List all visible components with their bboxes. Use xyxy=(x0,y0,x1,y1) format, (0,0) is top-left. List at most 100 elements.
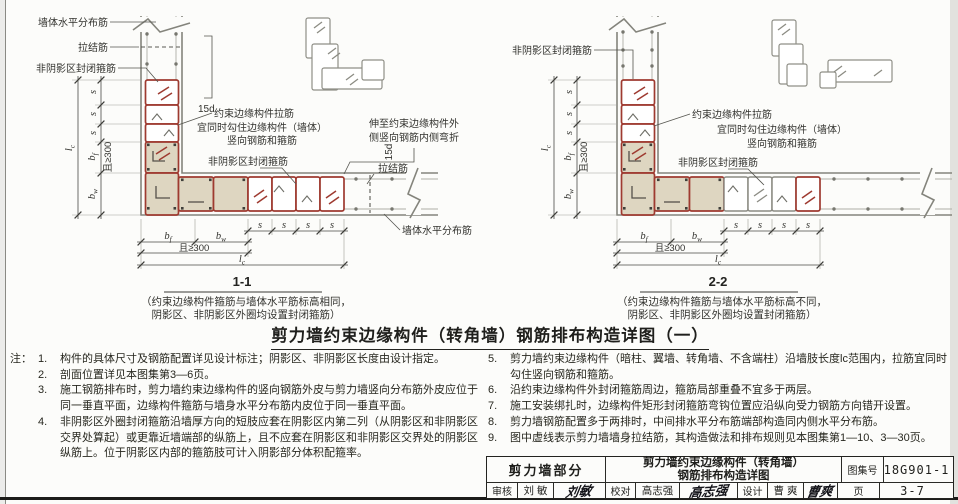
dim-bw-vertical: bw xyxy=(87,189,100,199)
checker-signature: 高志强 xyxy=(679,483,737,502)
dim-ge300-vertical: 且≥300 xyxy=(103,142,114,173)
distribution-bars xyxy=(145,32,394,211)
label-tie-bar: 拉结筋 xyxy=(78,41,108,54)
label-confined-tie-note1: 宜同时勾住边缘构件（墙体） xyxy=(717,123,847,136)
sheet-border-bottom xyxy=(0,497,958,500)
dim-lc-bottom: lc xyxy=(715,254,722,267)
dimension-labels: lc s s s bf 且≥300 bw s s s s bf bw 且≥300… xyxy=(64,90,334,267)
scan-edge-right xyxy=(950,0,958,504)
atlas-number-label: 图集号 xyxy=(841,457,883,482)
reviewer-label: 审核 xyxy=(492,487,512,498)
title-block-sheet-title: 剪力墙约束边缘构件（转角墙） 钢筋排布构造详图 xyxy=(605,457,841,482)
dim-bw-vertical: bw xyxy=(563,189,576,199)
label-confined-tie: 约束边缘构件拉筋 xyxy=(214,107,294,120)
dim-s: s xyxy=(306,220,310,231)
designer-name: 曹 爽 xyxy=(767,483,803,498)
note-text: 剪力墙约束边缘构件（暗柱、翼墙、转角墙、不含端柱）沿墙肢长度lc范围内，拉筋宜同… xyxy=(510,353,947,381)
reviewer-signature: 刘敏 xyxy=(553,483,605,502)
label-15d: 15d xyxy=(198,104,215,115)
section-label-1-1: 1-1 xyxy=(233,274,252,289)
note-item: 3. 施工钢筋排布时，剪力墙约束边缘构件的竖向钢筋外皮与剪力墙竖向分布筋外皮应位… xyxy=(10,383,484,414)
hoop-overlap-detail xyxy=(771,19,893,89)
caption-line2: 阴影区、非阴影区外圈均设置封闭箍筋） xyxy=(152,308,341,321)
dim-s: s xyxy=(758,220,762,231)
break-symbol-top xyxy=(608,17,667,33)
label-non-shadow-hoop2: 非阴影区封闭箍筋 xyxy=(208,155,288,168)
break-symbol-top xyxy=(132,17,191,33)
annotation-labels: 非阴影区封闭箍筋 约束边缘构件拉筋 宜同时勾住边缘构件（墙体） 竖向钢筋和箍筋 … xyxy=(512,44,847,186)
dim-s: s xyxy=(88,90,99,94)
dim-bf-vertical: bf xyxy=(563,152,576,160)
tie-hooks xyxy=(151,113,313,203)
rebar-slash-marks xyxy=(631,86,816,205)
section-caption: 2-2 （约束边缘构件箍筋与墙体水平筋标高不同， 阴影区、非阴影区外圈均设置封闭… xyxy=(617,274,827,321)
label-non-shadow-hoop2: 非阴影区封闭箍筋 xyxy=(678,156,758,169)
note-number: 9. xyxy=(488,431,498,444)
checker-name: 高志强 xyxy=(635,483,679,498)
dim-s: s xyxy=(88,112,99,116)
dim-s: s xyxy=(564,90,575,94)
note-item: 4. 非阴影区外圈封闭箍筋沿墙厚方向的短肢应套在阴影区内第二列（从阴影区和非阴影… xyxy=(10,415,484,462)
note-item: 6. 沿约束边缘构件外封闭箍筋周边，箍筋局部重叠不宜多于两层。 xyxy=(488,383,950,399)
reviewer-signature-text: 刘敏 xyxy=(564,484,594,502)
annotation-labels: 墙体水平分布筋 拉结筋 非阴影区封闭箍筋 15d 约束边缘构件拉筋 宜同时勾住边… xyxy=(36,16,472,237)
title-block-part: 剪力墙部分 xyxy=(508,463,584,478)
dim-bf-bottom: bf xyxy=(164,231,172,244)
drawing-title-text: 剪力墙约束边缘构件（转角墙）钢筋排布构造详图（一） xyxy=(271,322,709,350)
note-number: 3. xyxy=(38,384,48,397)
note-item: 7. 施工安装绑扎时，边缘构件矩形封闭箍筋弯钩位置应沿纵向受力钢筋方向错开设置。 xyxy=(488,399,950,415)
designer-signature: 曹爽 xyxy=(803,483,837,502)
vertical-bar-sections xyxy=(623,143,722,210)
dim-s: s xyxy=(88,131,99,135)
designer-signature-text: 曹爽 xyxy=(805,484,835,502)
sheet-title-line2: 钢筋排布构造详图 xyxy=(677,469,770,482)
note-item: 8. 剪力墙钢筋配置多于两排时，中间排水平分布筋端部构造同内侧水平分布筋。 xyxy=(488,415,950,431)
note-item: 9. 图中虚线表示剪力墙墙身拉结筋，其构造做法和排布规则见本图集第1—10、3—… xyxy=(488,431,950,447)
dim-ge300-bottom: 且≥300 xyxy=(655,243,686,254)
label-tie-bar2: 拉结筋 xyxy=(378,162,408,175)
title-block: 剪力墙部分 剪力墙约束边缘构件（转角墙） 钢筋排布构造详图 图集号 18G901… xyxy=(486,456,954,502)
drawing-title: 剪力墙约束边缘构件（转角墙）钢筋排布构造详图（一） xyxy=(240,322,740,350)
note-number: 2. xyxy=(38,368,48,381)
section-2-2-diagram: lc s s s bf 且≥300 bw s s s s bf bw 且≥300… xyxy=(512,16,952,321)
caption-line1: （约束边缘构件箍筋与墙体水平筋标高不同， xyxy=(617,295,827,308)
note-number: 5. xyxy=(488,353,498,365)
notes-right-column: 5. 剪力墙约束边缘构件（暗柱、翼墙、转角墙、不含端柱）沿墙肢长度lc范围内，拉… xyxy=(488,352,950,446)
checker-signature-text: 高志强 xyxy=(687,483,729,502)
label-non-shadow-hoop: 非阴影区封闭箍筋 xyxy=(36,62,116,75)
break-symbol-right xyxy=(406,167,422,219)
label-extend-note1: 伸至约束边缘构件外 xyxy=(369,117,459,130)
notes-left-column: 注： 1. 构件的具体尺寸及钢筋配置详见设计标注；阴影区、非阴影区长度由设计指定… xyxy=(10,352,484,462)
note-text: 剖面位置详见本图集第3—6页。 xyxy=(60,368,216,381)
dim-s: s xyxy=(330,220,334,231)
note-number: 4. xyxy=(38,415,48,428)
dim-bw-bottom: bw xyxy=(216,231,226,244)
caption-line1: （约束边缘构件箍筋与墙体水平筋标高相同， xyxy=(141,295,351,308)
notes-prefix: 注： xyxy=(10,353,32,365)
note-number: 7. xyxy=(488,400,498,413)
dim-s: s xyxy=(564,131,575,135)
rebar-slash-marks xyxy=(155,86,340,205)
section-1-1-diagram: lc s s s bf 且≥300 bw s s s s bf bw 且≥300… xyxy=(36,16,472,321)
vertical-bar-sections xyxy=(147,143,246,210)
page-number: 3-7 xyxy=(879,483,945,498)
tie-hooks xyxy=(627,113,788,203)
note-text: 剪力墙钢筋配置多于两排时，中间排水平分布筋端部构造同内侧水平分布筋。 xyxy=(510,415,884,428)
dim-s: s xyxy=(734,220,738,231)
note-item: 2. 剖面位置详见本图集第3—6页。 xyxy=(10,368,484,384)
label-wall-horizontal-bars: 墙体水平分布筋 xyxy=(38,16,108,29)
reviewer-name: 刘 敏 xyxy=(517,483,553,498)
label-confined-tie-note2: 竖向钢筋和箍筋 xyxy=(227,134,297,147)
label-confined-tie: 约束边缘构件拉筋 xyxy=(692,108,772,121)
dim-ge300-vertical: 且≥300 xyxy=(579,142,590,173)
dim-s: s xyxy=(782,220,786,231)
note-number: 1. xyxy=(38,353,48,365)
dim-lc-vertical: lc xyxy=(64,144,77,151)
note-text: 图中虚线表示剪力墙墙身拉结筋，其构造做法和排布规则见本图集第1—10、3—30页… xyxy=(510,431,932,444)
dim-ge300-bottom: 且≥300 xyxy=(179,243,210,254)
dim-bf-vertical: bf xyxy=(87,152,100,160)
designer-label: 设计 xyxy=(737,483,767,498)
break-symbol-right xyxy=(920,167,936,219)
dim-s: s xyxy=(258,220,262,231)
